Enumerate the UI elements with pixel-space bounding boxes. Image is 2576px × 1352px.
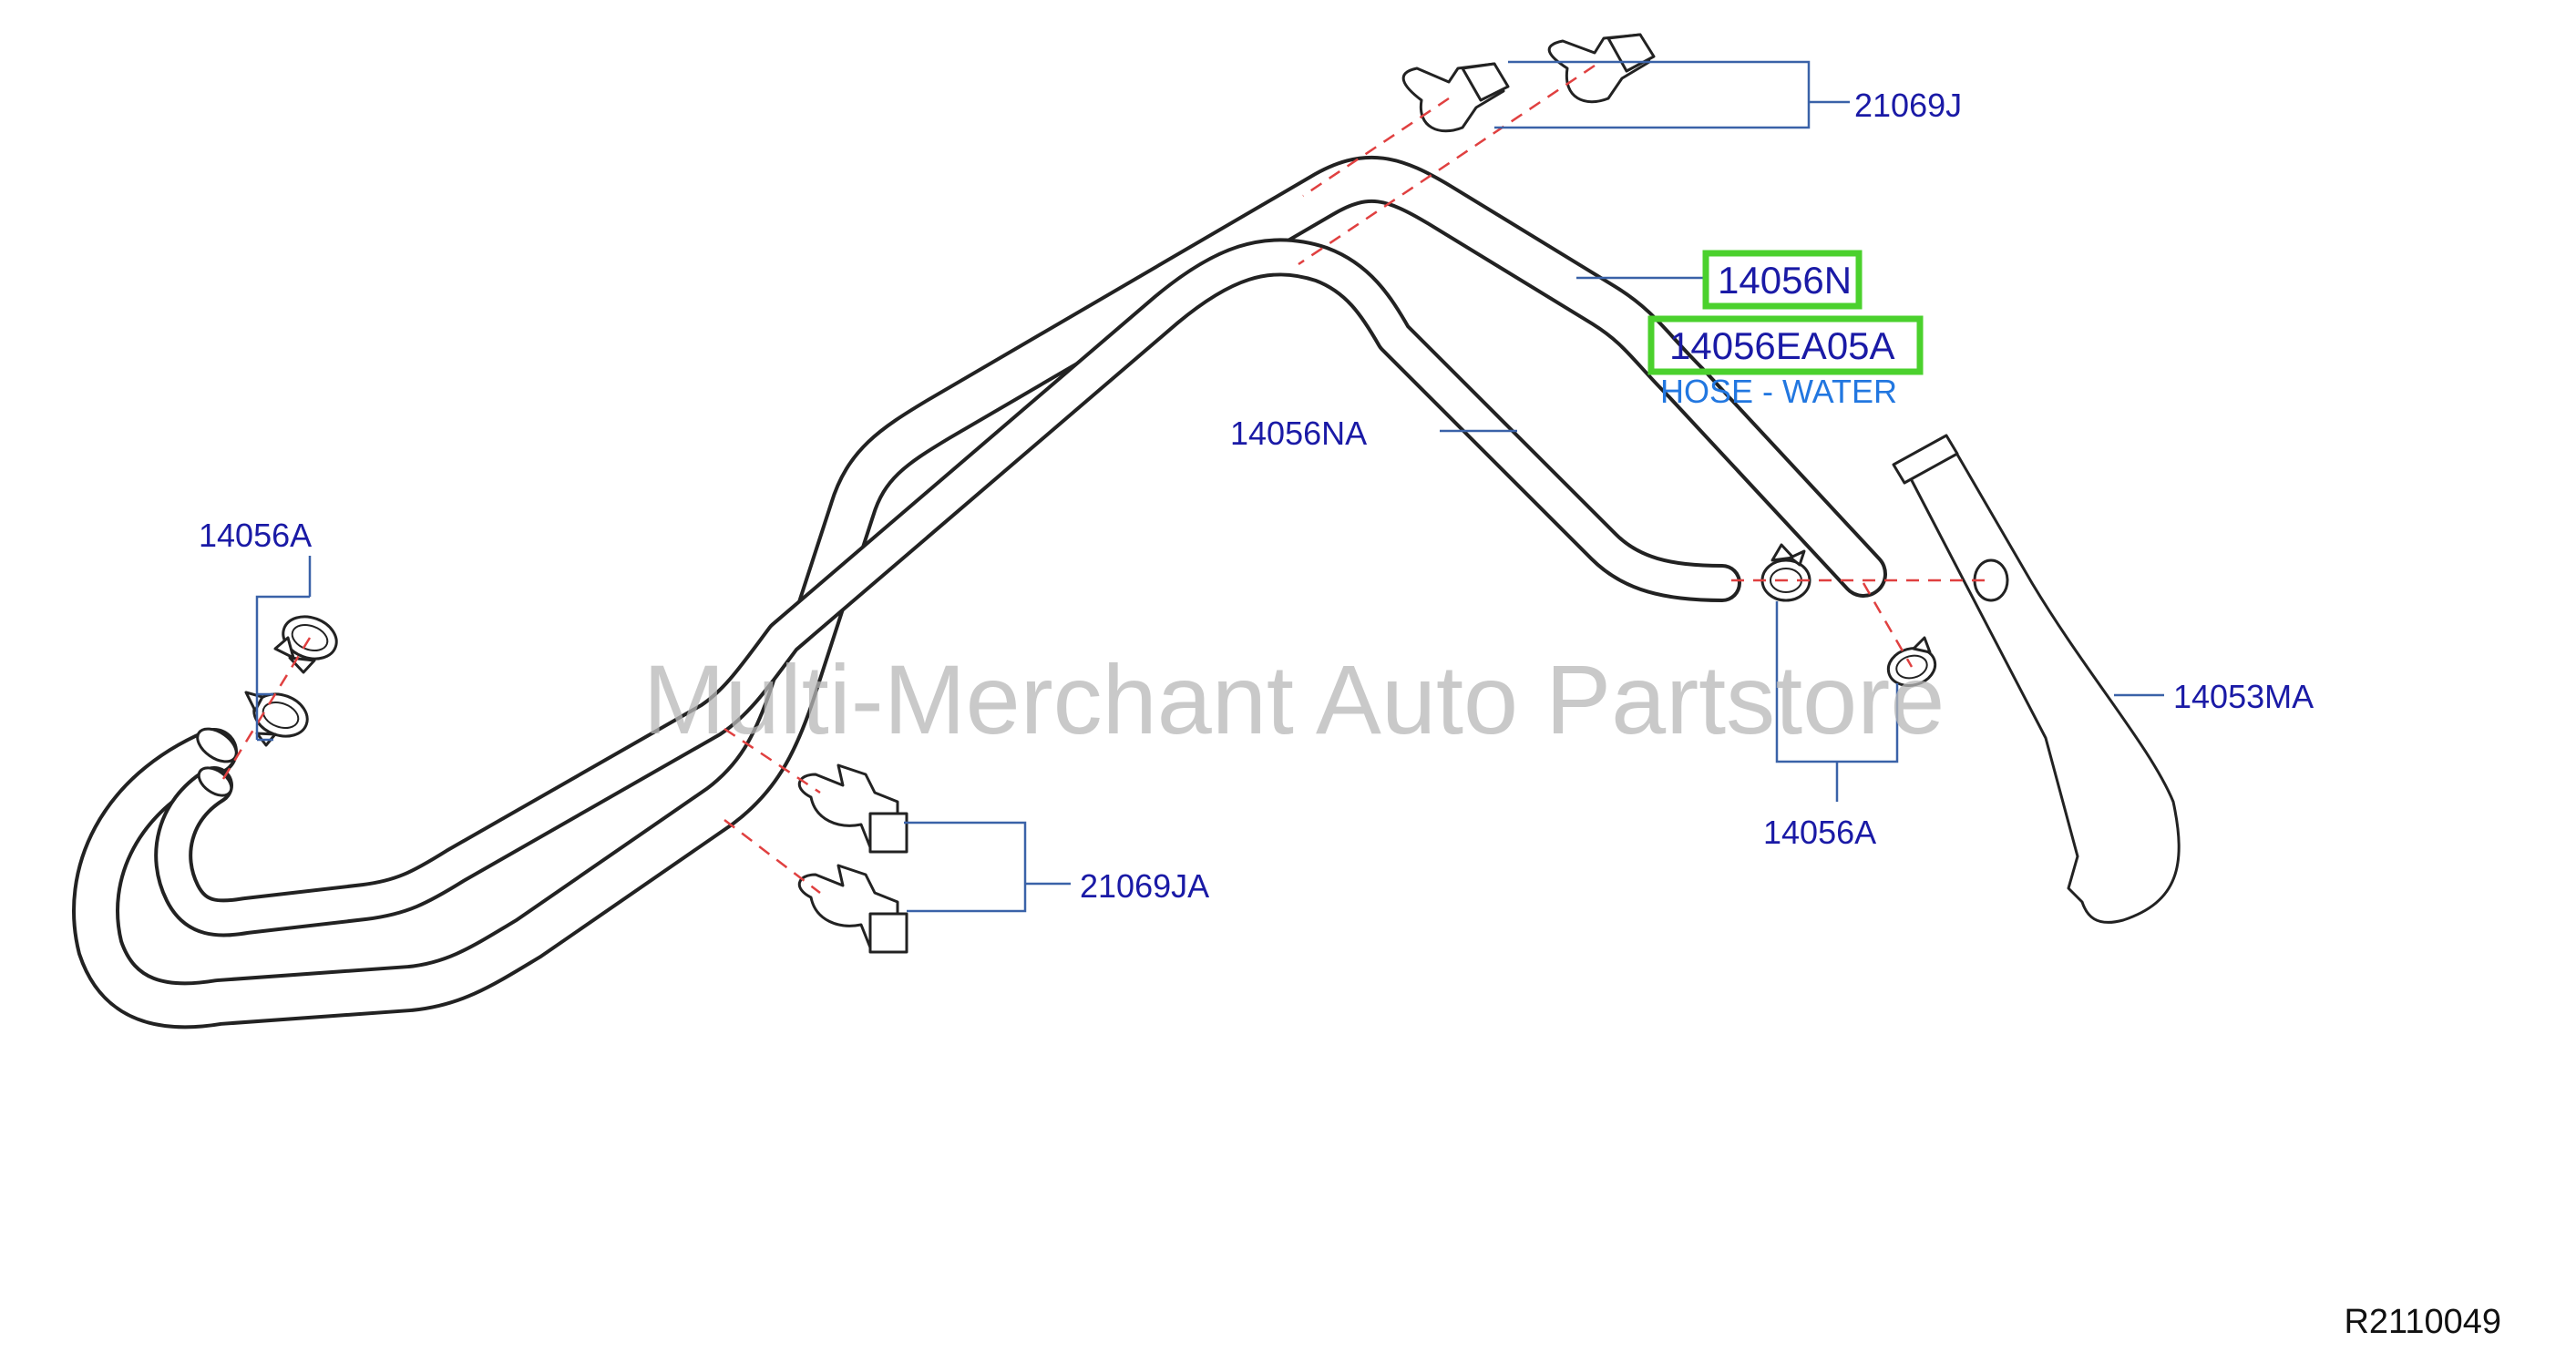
highlight-box-14056n <box>1702 250 1863 310</box>
label-clamp-14056a-left[interactable]: 14056A <box>199 517 312 554</box>
clip-21069j <box>1401 33 1656 133</box>
clamp-14056a-left <box>244 615 338 747</box>
hose-end-cap <box>197 766 233 797</box>
diagram-reference-code: R2110049 <box>2344 1303 2501 1341</box>
leader-lines <box>255 60 2164 913</box>
label-hose-14056na[interactable]: 14056NA <box>1230 415 1367 452</box>
label-clip-21069j[interactable]: 21069J <box>1854 87 1962 124</box>
label-pipe-14053ma[interactable]: 14053MA <box>2173 678 2314 715</box>
water-pipe-14053ma <box>1892 434 2181 924</box>
label-clip-21069ja[interactable]: 21069JA <box>1080 867 1209 905</box>
assembly-lines <box>221 64 1991 894</box>
clip-21069ja <box>798 763 908 954</box>
hose-14056na <box>154 238 1741 937</box>
watermark: Multi-Merchant Auto Partstore <box>643 644 1945 754</box>
label-clamp-14056a-right[interactable]: 14056A <box>1763 814 1876 851</box>
hose-end-cap <box>196 727 238 763</box>
label-part-number-14056ea05a[interactable]: 14056EA05A <box>1669 324 1895 367</box>
label-part-description: HOSE - WATER <box>1660 373 1897 410</box>
label-hose-14056n[interactable]: 14056N <box>1718 259 1852 302</box>
highlight-box-part-number <box>1647 315 1924 375</box>
hose-14056n <box>72 155 1887 1029</box>
